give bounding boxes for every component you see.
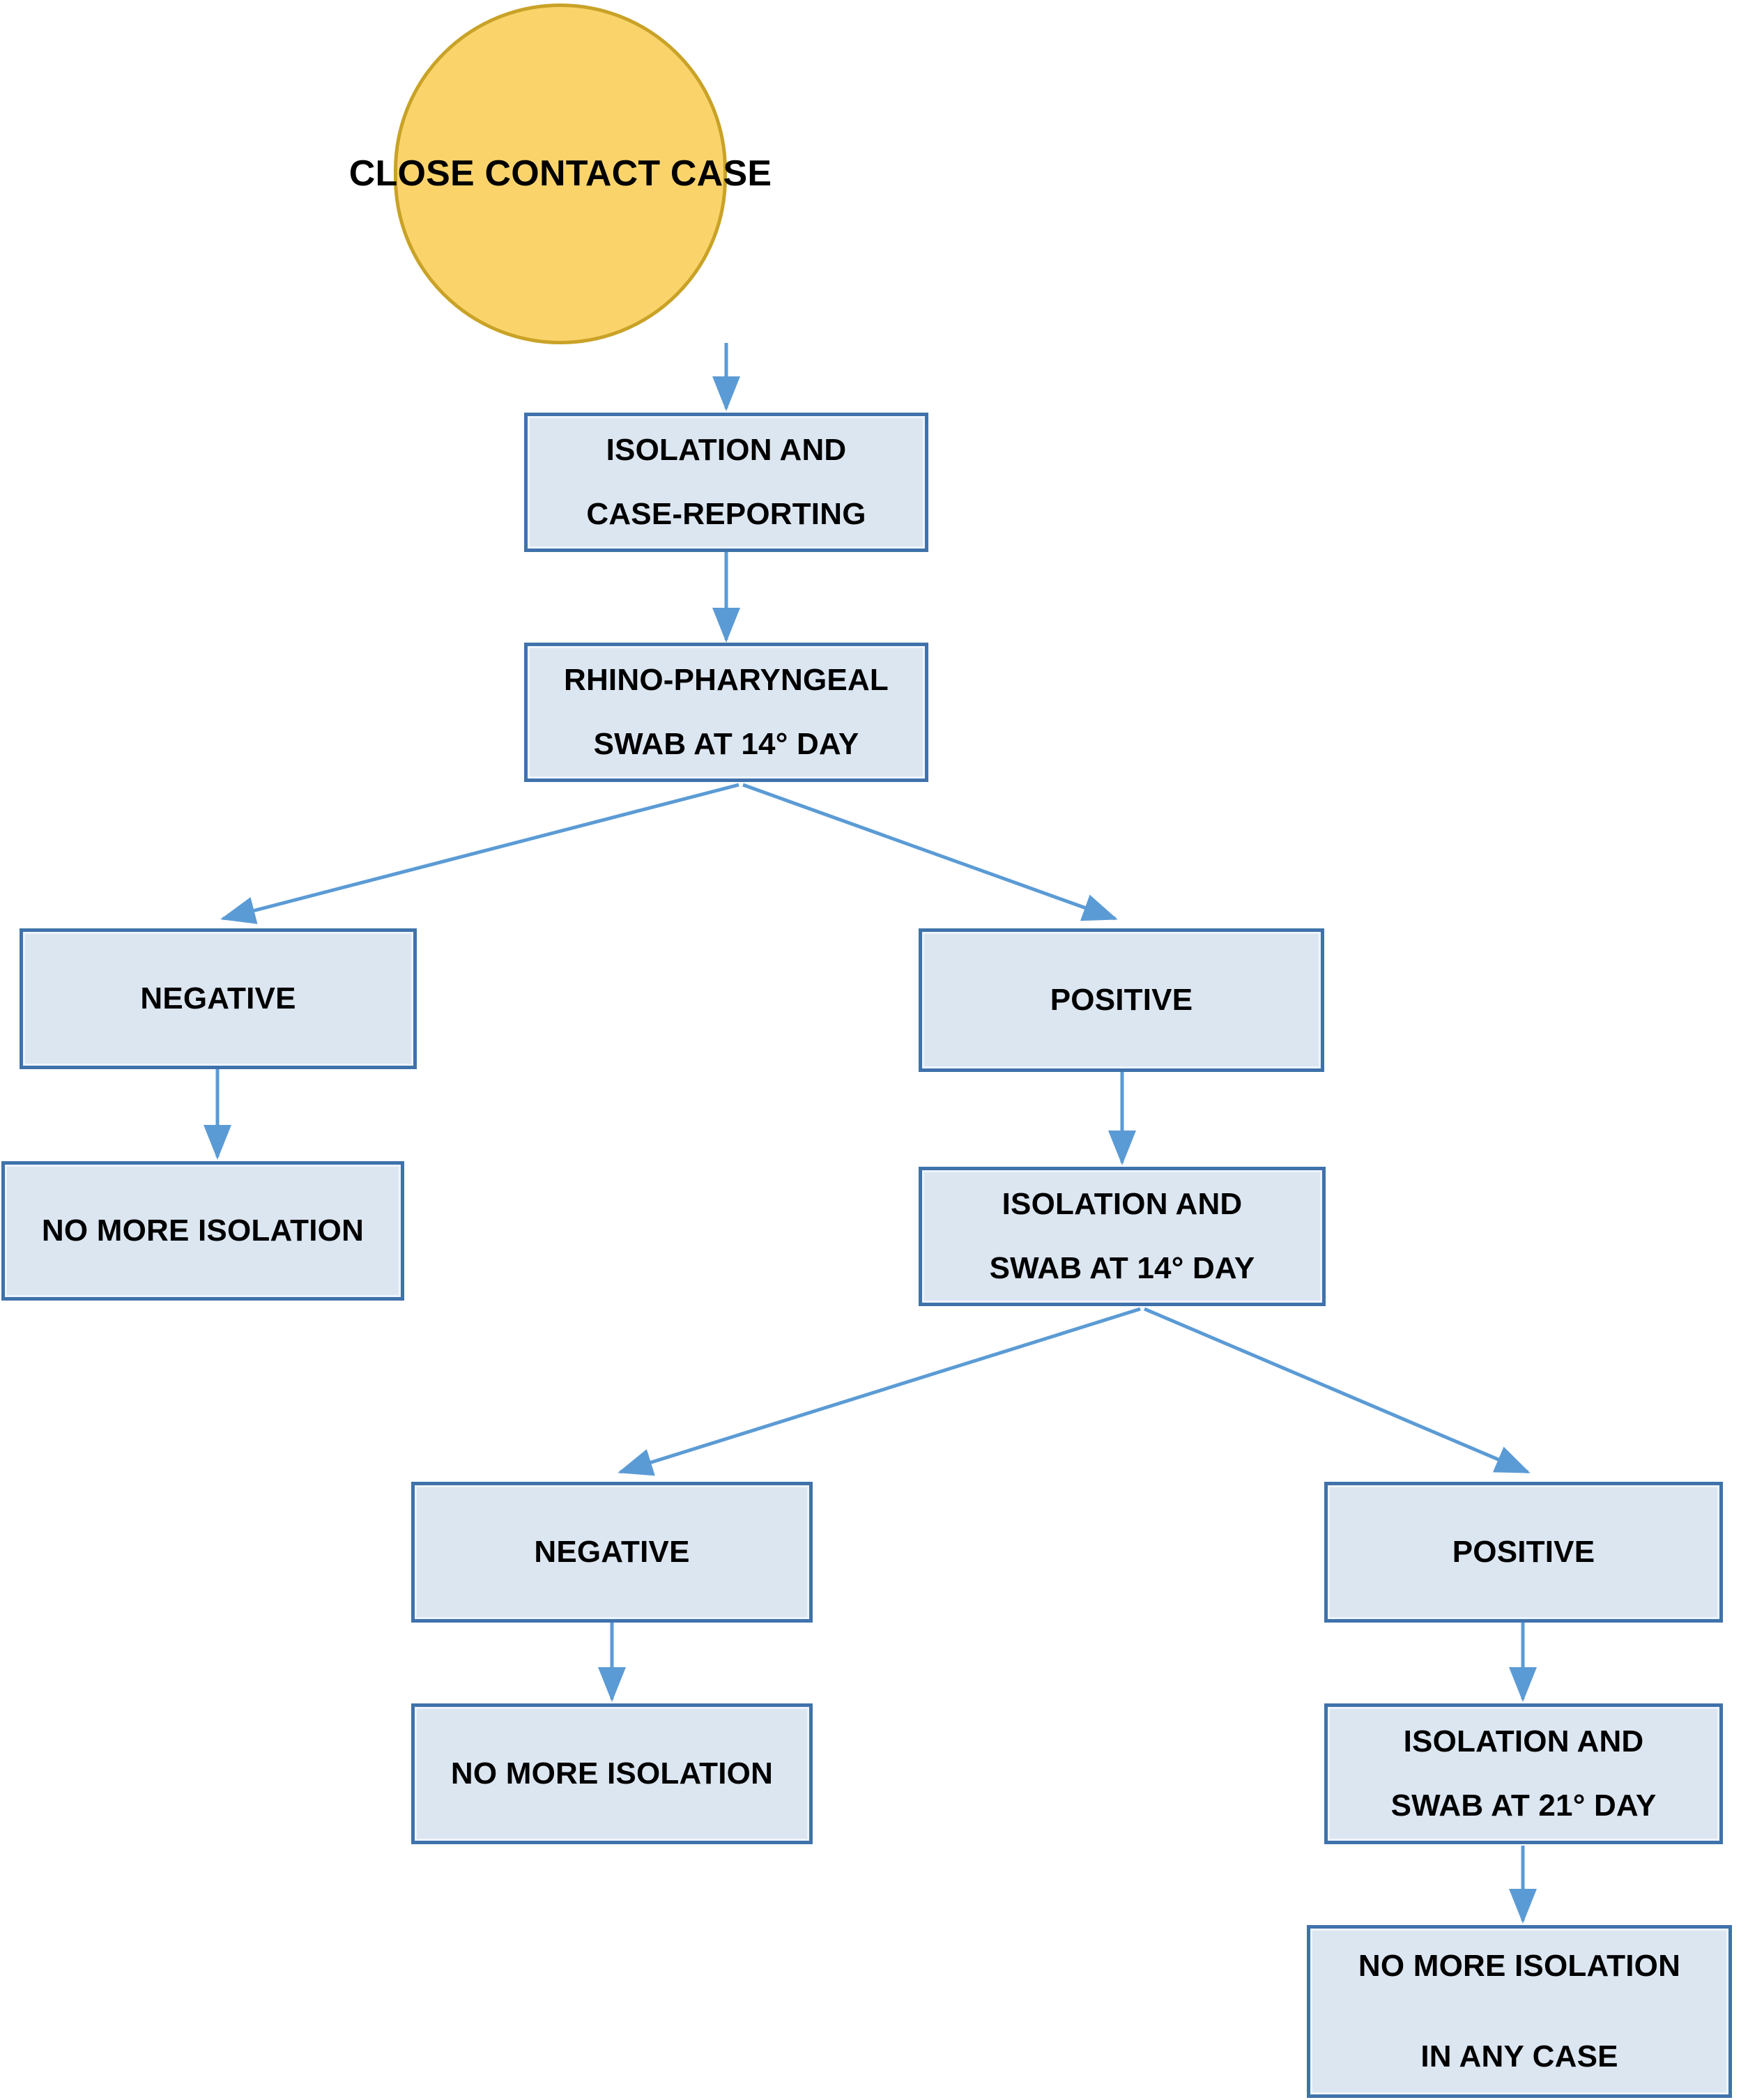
node-rhino-pharyngeal-swab-14[interactable]: RHINO-PHARYNGEAL SWAB AT 14° DAY [524, 643, 928, 782]
node-label-line-2: SWAB AT 21° DAY [1390, 1788, 1657, 1823]
node-no-more-isolation-2[interactable]: NO MORE ISOLATION [411, 1703, 813, 1844]
node-label-line-2: IN ANY CASE [1420, 2039, 1618, 2074]
node-label: NEGATIVE [534, 1534, 690, 1569]
node-label: POSITIVE [1452, 1534, 1595, 1569]
node-label-line-1: ISOLATION AND [606, 432, 847, 467]
node-no-more-isolation-any-case[interactable]: NO MORE ISOLATION IN ANY CASE [1307, 1925, 1732, 2098]
edge-swab14-to-negative1 [220, 783, 739, 924]
node-label-line-1: RHINO-PHARYNGEAL [563, 662, 889, 697]
node-label: NEGATIVE [140, 981, 296, 1015]
node-label-line-2: CASE-REPORTING [586, 497, 866, 531]
node-label: NO MORE ISOLATION [41, 1213, 365, 1248]
node-positive-2[interactable]: POSITIVE [1324, 1482, 1723, 1623]
node-label: CLOSE CONTACT CASE [348, 153, 772, 194]
node-label-line-1: ISOLATION AND [1002, 1186, 1243, 1221]
node-positive-1[interactable]: POSITIVE [919, 928, 1324, 1072]
node-label-line-2: SWAB AT 14° DAY [989, 1251, 1255, 1285]
node-label: POSITIVE [1050, 982, 1193, 1017]
node-isolation-and-swab-14[interactable]: ISOLATION AND SWAB AT 14° DAY [919, 1167, 1326, 1306]
node-label: NO MORE ISOLATION [450, 1756, 774, 1791]
node-negative-1[interactable]: NEGATIVE [20, 928, 417, 1069]
node-isolation-and-swab-21[interactable]: ISOLATION AND SWAB AT 21° DAY [1324, 1703, 1723, 1844]
node-negative-2[interactable]: NEGATIVE [411, 1482, 813, 1623]
node-label-line-2: SWAB AT 14° DAY [593, 727, 859, 761]
node-label-line-1: ISOLATION AND [1403, 1724, 1644, 1758]
edge-isoswab14-to-negative2 [618, 1307, 1141, 1476]
node-no-more-isolation-1[interactable]: NO MORE ISOLATION [1, 1161, 404, 1301]
edge-isoswab14-to-positive2 [1144, 1307, 1531, 1474]
node-label-line-1: NO MORE ISOLATION [1358, 1948, 1681, 1983]
node-close-contact-case[interactable]: CLOSE CONTACT CASE [349, 3, 772, 344]
edge-swab14-to-positive1 [742, 783, 1118, 921]
node-isolation-and-case-reporting[interactable]: ISOLATION AND CASE-REPORTING [524, 413, 928, 552]
